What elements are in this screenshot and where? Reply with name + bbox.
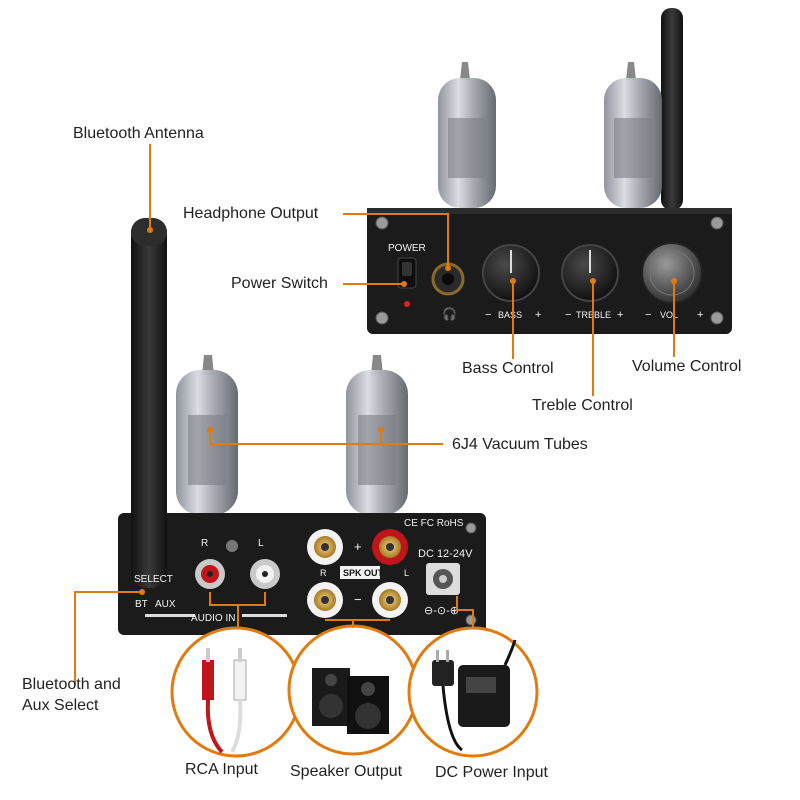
svg-text:⊖-⊙-⊕: ⊖-⊙-⊕ [424,605,459,617]
label-speaker-output: Speaker Output [290,763,403,780]
power-led [404,301,410,307]
speaker-terminals [307,529,408,618]
svg-text:VOL: VOL [660,310,678,320]
bottom-tube-left [176,355,238,515]
svg-text:−: − [354,592,362,607]
label-bluetooth-antenna: Bluetooth Antenna [73,125,204,142]
svg-text:CE FC RoHS: CE FC RoHS [404,518,464,529]
svg-text:BT: BT [135,599,148,610]
top-chassis [367,208,732,334]
svg-text:SPK OUT: SPK OUT [343,568,384,578]
svg-text:−: − [485,309,491,321]
svg-text:AUX: AUX [155,599,176,610]
power-text: POWER [388,243,426,254]
label-bass-control: Bass Control [462,360,554,377]
svg-text:−: − [565,309,571,321]
label-bluetooth-aux-select-line2: Aux Select [22,697,99,714]
power-adapter-image [407,626,539,758]
svg-text:R: R [320,568,327,578]
top-tube-right [604,62,662,208]
svg-text:BASS: BASS [498,310,522,320]
speaker-image [287,624,419,756]
label-headphone-output: Headphone Output [183,205,319,222]
svg-text:+: + [354,539,362,554]
bottom-tube-right [346,355,408,515]
svg-text:DC 12-24V: DC 12-24V [418,548,473,560]
bottom-antenna [131,218,167,588]
callout-lines [74,144,675,685]
svg-text:+: + [697,309,703,321]
label-bluetooth-aux-select: Bluetooth and Aux Select [22,674,121,716]
svg-text:+: + [617,309,623,321]
top-tube-left [438,62,496,208]
volume-knob [641,242,703,304]
svg-text:L: L [404,568,409,578]
label-volume-control: Volume Control [632,358,742,375]
rca-cable-image [170,626,302,758]
svg-text:AUDIO IN: AUDIO IN [191,613,235,624]
label-dc-power-input: DC Power Input [435,764,548,781]
label-power-switch: Power Switch [231,275,328,292]
label-vacuum-tubes: 6J4 Vacuum Tubes [452,436,588,453]
label-treble-control: Treble Control [532,397,633,414]
top-antenna [661,8,683,210]
svg-text:R: R [201,538,208,549]
svg-text:🎧: 🎧 [442,307,457,321]
svg-text:−: − [645,309,651,321]
svg-text:+: + [535,309,541,321]
svg-text:SELECT: SELECT [134,574,173,585]
label-rca-input: RCA Input [185,761,258,778]
label-bluetooth-aux-select-line1: Bluetooth and [22,676,121,693]
svg-text:L: L [258,538,264,549]
